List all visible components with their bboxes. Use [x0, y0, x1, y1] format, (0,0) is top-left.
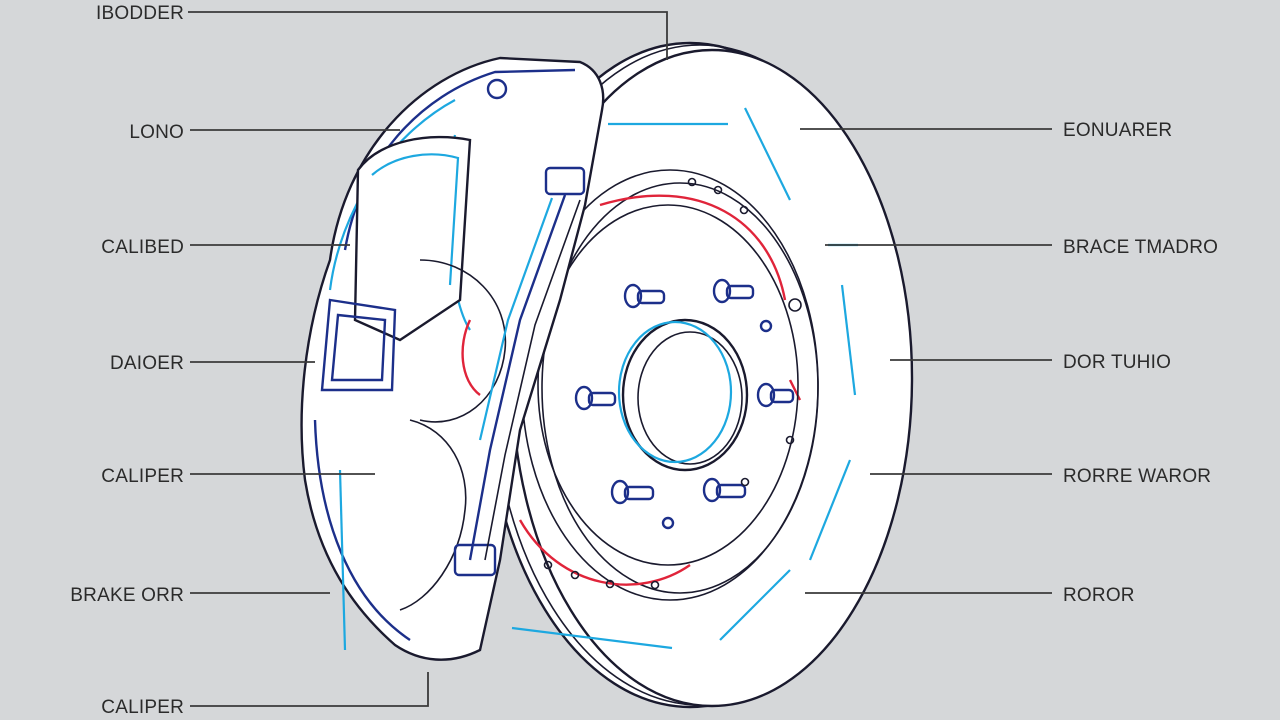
label-roror: ROROR [1063, 585, 1135, 606]
lug-stud [623, 283, 666, 309]
label-eonuarer: EONUARER [1063, 120, 1172, 141]
lug-stud [756, 382, 795, 408]
label-caliper: CALIPER [101, 466, 184, 487]
lug-stud [574, 385, 617, 411]
label-calibed: CALIBED [101, 237, 184, 258]
label-dor-tuhio: DOR TUHIO [1063, 352, 1171, 373]
brake-caliper [300, 56, 605, 661]
label-daioer: DAIOER [110, 353, 184, 374]
label-rorre-waror: RORRE WAROR [1063, 466, 1211, 487]
label-brake-orr: BRAKE ORR [70, 585, 184, 606]
label-caliper-bottom: CALIPER [101, 697, 184, 718]
label-ibodder: IBODDER [96, 3, 184, 24]
label-lono: LONO [129, 122, 184, 143]
label-brace-tmadro: BRACE TMADRO [1063, 237, 1218, 258]
lug-stud [610, 479, 655, 505]
lug-stud [702, 477, 747, 503]
leader-lines [188, 11, 1052, 707]
brake-rotor [483, 41, 914, 709]
lug-stud [712, 278, 755, 304]
